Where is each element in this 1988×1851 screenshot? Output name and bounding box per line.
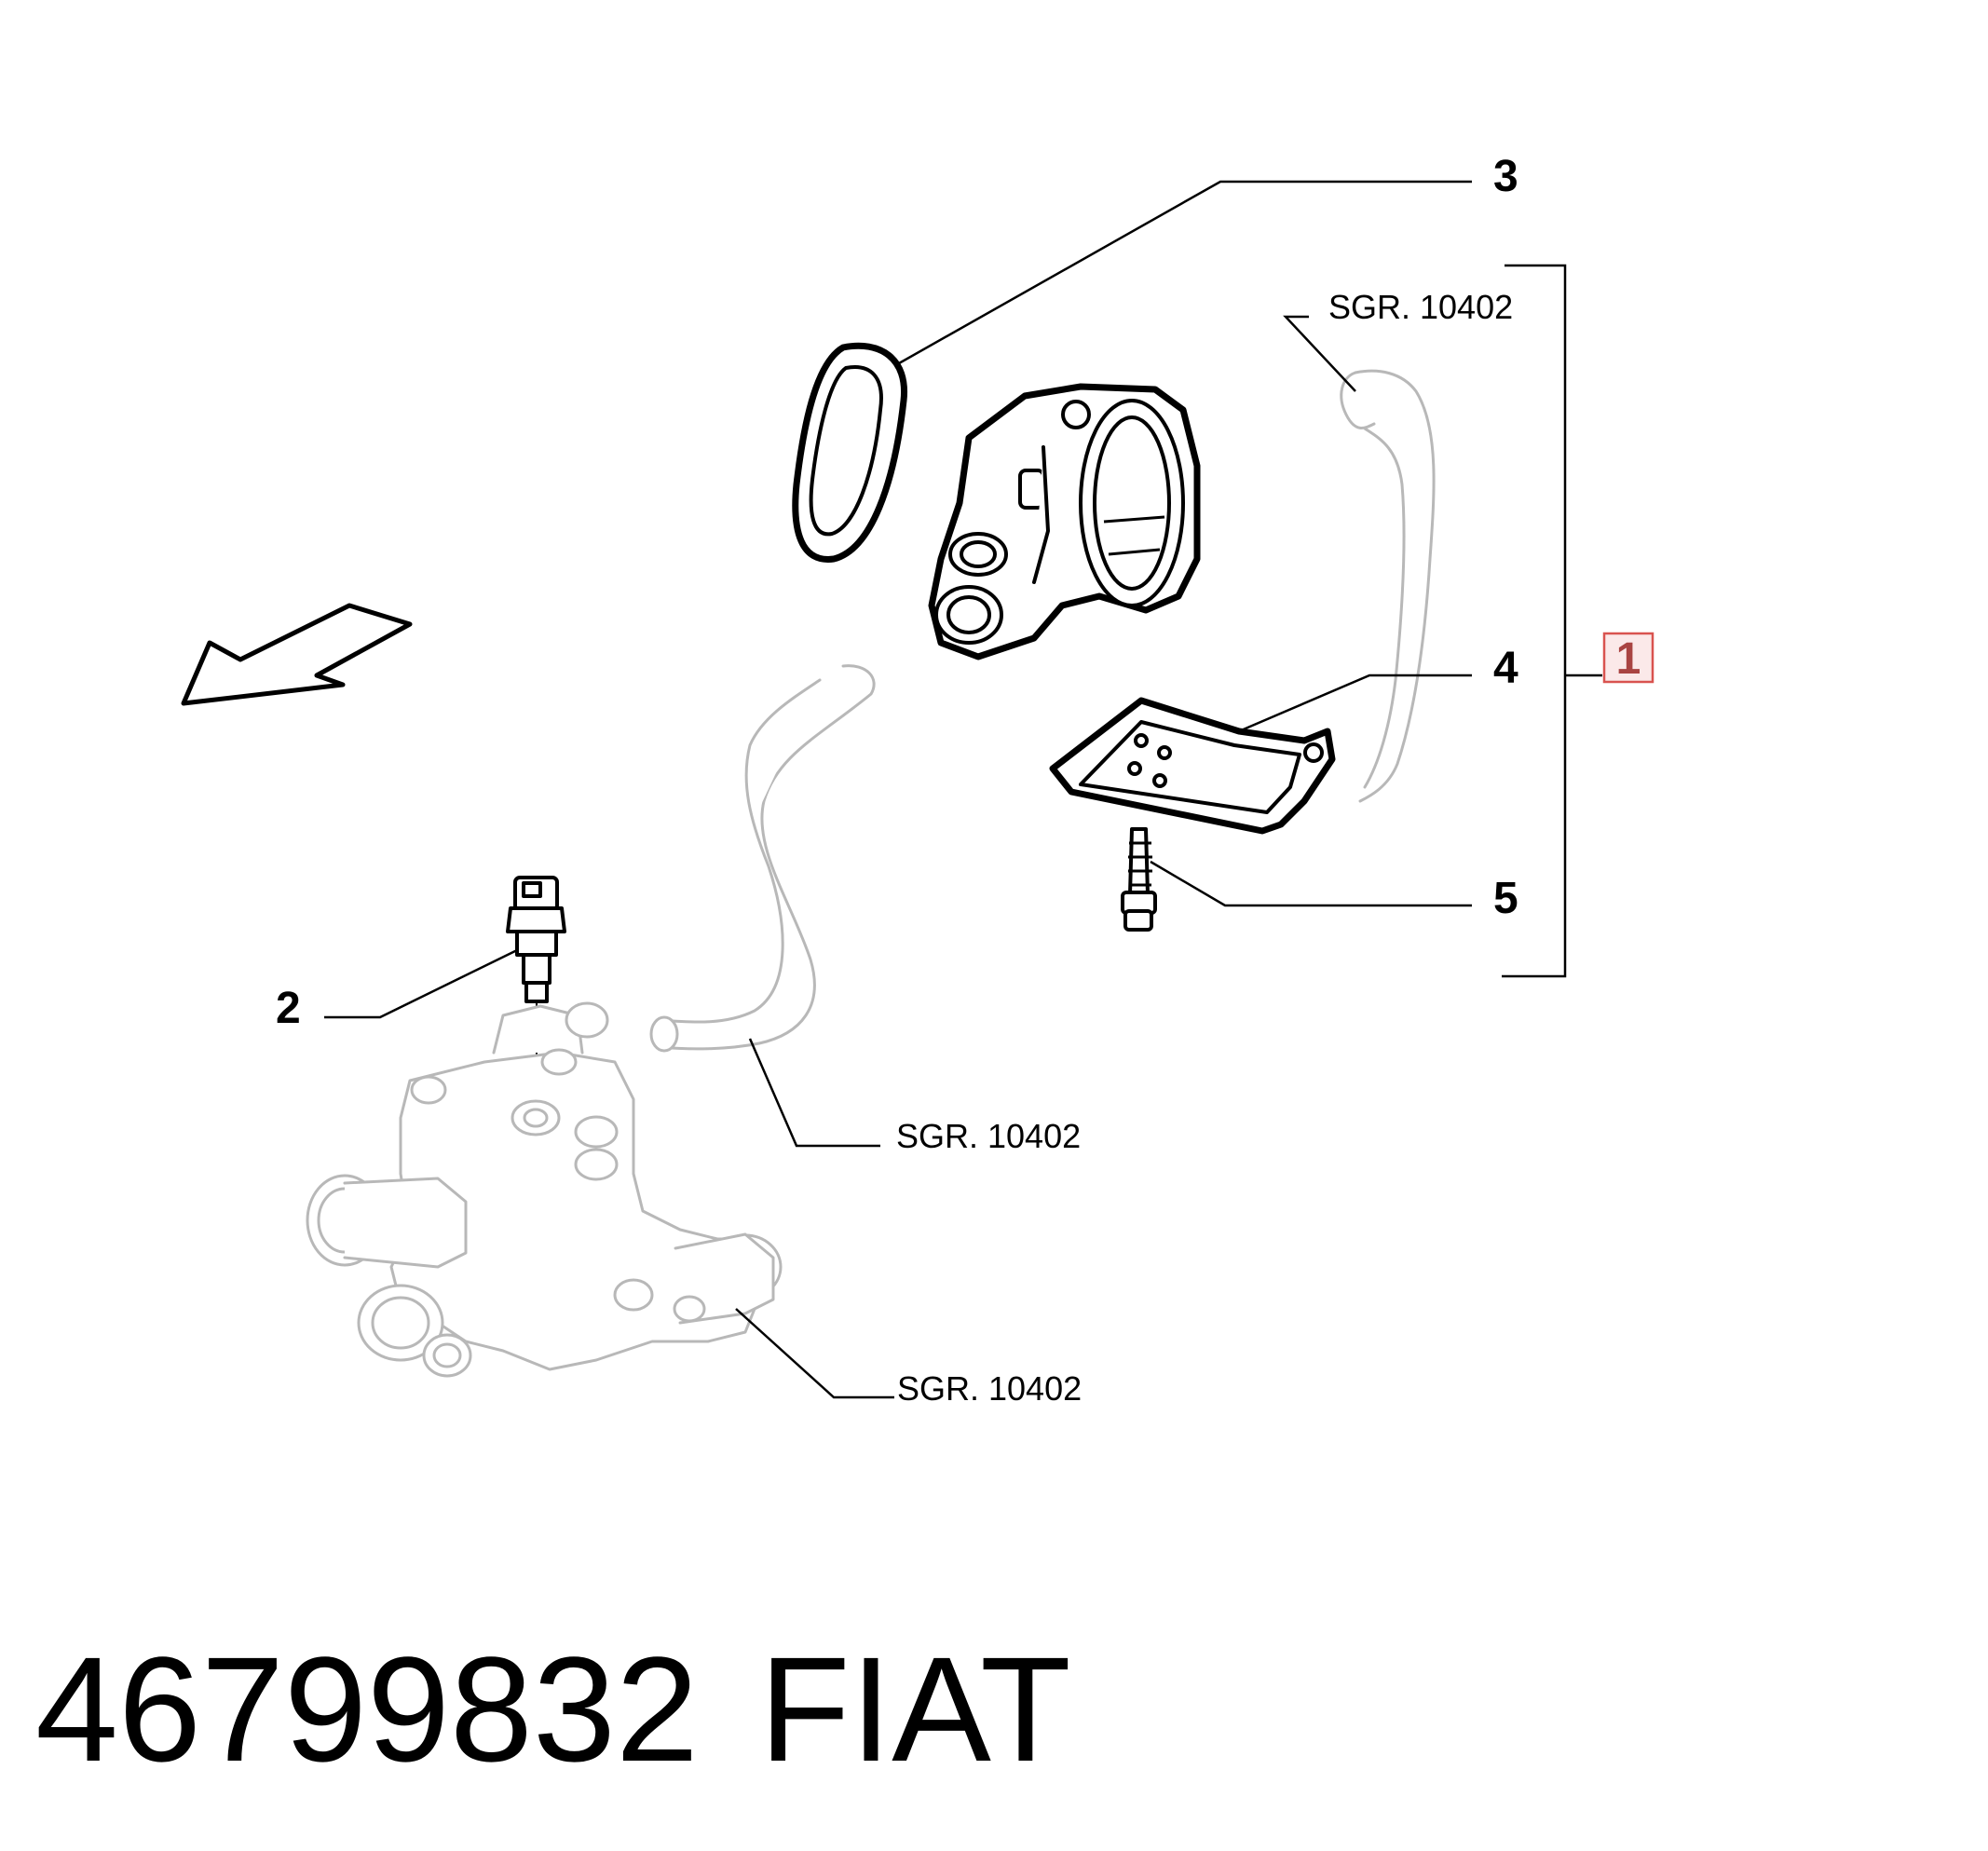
direction-arrow-icon (181, 603, 413, 706)
callout-3: 3 (1493, 152, 1518, 201)
brand-name: FIAT (759, 1626, 1071, 1792)
hose-middle (649, 664, 876, 1053)
leader-line-4 (1238, 674, 1472, 733)
reference-label-top: SGR. 10402 (1328, 288, 1513, 326)
highlight-box-1 (1602, 632, 1654, 684)
leader-line-ref-bottom (735, 1308, 894, 1399)
part-number: 46799832 (35, 1626, 699, 1792)
assembly-bracket (1502, 264, 1602, 978)
leader-line-ref-mid (748, 1038, 880, 1148)
thermostat-housing (306, 1001, 783, 1378)
callout-2: 2 (276, 984, 301, 1033)
leader-line-5 (1150, 860, 1472, 907)
leader-line-ref-top (1283, 315, 1356, 392)
reference-label-bottom: SGR. 10402 (897, 1369, 1082, 1408)
gasket-ring-part-3 (792, 342, 908, 563)
throttle-body-part (928, 383, 1201, 660)
leader-line-3 (898, 180, 1472, 365)
callout-5: 5 (1493, 874, 1518, 923)
callout-1: 1 (1616, 634, 1641, 684)
leader-line-2 (324, 948, 518, 1019)
callout-4: 4 (1493, 644, 1518, 693)
hose-right (1340, 369, 1436, 803)
reference-label-middle: SGR. 10402 (896, 1117, 1081, 1155)
screw-part-5 (1121, 827, 1157, 932)
bracket-part-4 (1049, 697, 1336, 835)
